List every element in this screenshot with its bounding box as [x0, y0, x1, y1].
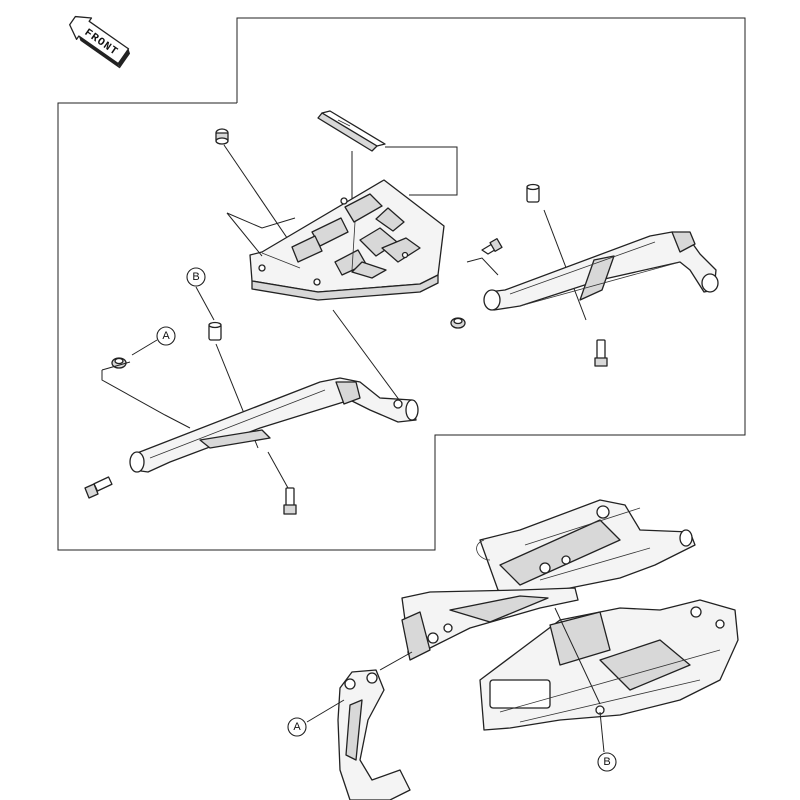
callout-a-installed: A: [287, 699, 345, 737]
rack-screw: [215, 128, 229, 145]
front-arrow: FRONT: [69, 15, 131, 69]
callout-a-label: A: [162, 330, 170, 342]
left-collar: [208, 321, 222, 341]
callout-b-label: B: [192, 271, 199, 283]
right-bolt-small: [481, 238, 503, 255]
left-nut: [111, 357, 127, 369]
bike-rear-frame: [337, 499, 739, 800]
left-bolt-vertical: [283, 487, 297, 515]
left-bolt-horizontal: [84, 476, 113, 499]
callout-a-installed-label: A: [293, 721, 301, 733]
callout-b: B: [186, 267, 215, 321]
right-bolt-vertical: [594, 339, 608, 367]
right-side-bar: [483, 231, 719, 311]
sticker-leader: [385, 146, 458, 196]
callout-b-installed-label: B: [603, 756, 610, 768]
kit-boundary-frame: [57, 17, 746, 551]
right-collar: [526, 183, 540, 203]
callout-a: A: [131, 326, 176, 356]
right-nut: [450, 317, 466, 329]
left-side-bar: [129, 377, 419, 473]
carrier-rack-plate: [249, 179, 445, 301]
sticker-strip: [317, 110, 386, 152]
callout-b-installed: B: [597, 711, 617, 772]
